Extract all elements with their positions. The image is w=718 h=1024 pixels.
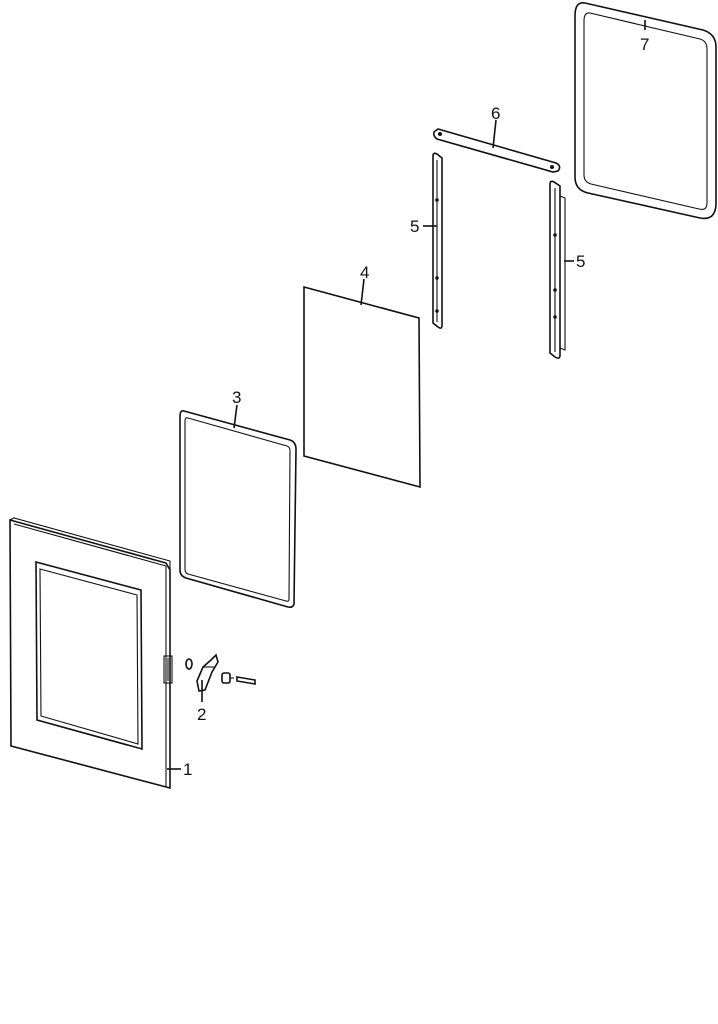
callout-1: 1 xyxy=(183,760,192,779)
gasket-frame-part xyxy=(179,410,297,608)
callout-5-left: 5 xyxy=(410,217,419,236)
leader-lines xyxy=(167,20,646,770)
hinge-part xyxy=(185,653,256,692)
callout-7: 7 xyxy=(640,35,649,54)
callout-6: 6 xyxy=(491,104,500,123)
door-panel-part xyxy=(9,517,173,790)
callout-2: 2 xyxy=(197,705,206,724)
side-rail-right-part xyxy=(549,180,566,359)
callout-5-right: 5 xyxy=(576,252,585,271)
top-strip-part xyxy=(433,128,561,173)
glass-pane-part xyxy=(303,285,421,489)
side-rail-left-part xyxy=(432,152,443,329)
callout-4: 4 xyxy=(360,263,369,282)
callout-3: 3 xyxy=(232,388,241,407)
outer-frame-part xyxy=(574,1,717,220)
